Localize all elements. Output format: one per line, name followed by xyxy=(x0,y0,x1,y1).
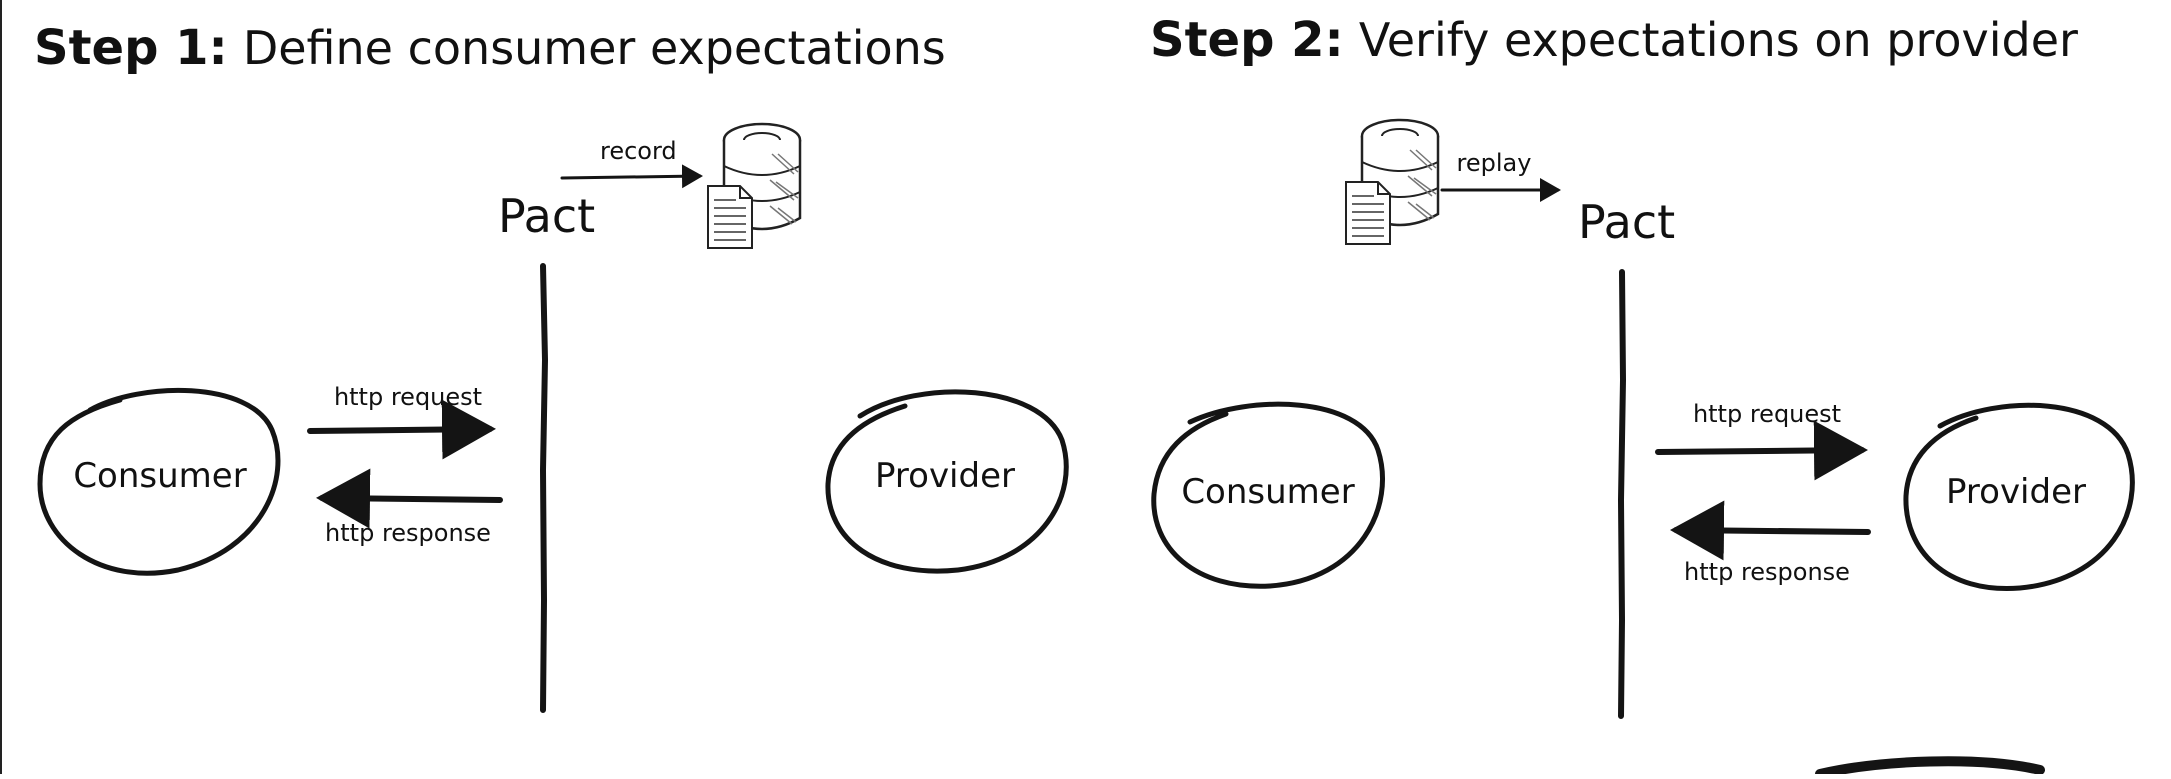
step1-response-label: http response xyxy=(325,519,491,547)
step2-response-arrow xyxy=(1670,500,1871,561)
step1-pact-label: Pact xyxy=(498,189,595,243)
step1-response-arrow xyxy=(316,468,503,529)
step2-pact-label: Pact xyxy=(1578,195,1675,249)
step1-request-arrow xyxy=(307,399,496,460)
step1-provider-label: Provider xyxy=(875,456,1015,496)
step2-provider-node: Provider xyxy=(1903,402,2135,592)
step2-request-label: http request xyxy=(1693,400,1841,428)
step1-pact-divider xyxy=(540,263,548,713)
step2-provider-label: Provider xyxy=(1946,472,2086,512)
step2-response-label: http response xyxy=(1684,558,1850,586)
database-icon-2 xyxy=(1360,118,1440,227)
step1-text: Define consumer expectations xyxy=(243,21,946,75)
step2-replay-label: replay xyxy=(1457,149,1532,177)
step1-record-label: record xyxy=(600,137,677,165)
step2-text: Verify expectations on provider xyxy=(1359,13,2078,67)
bottom-partial-stroke xyxy=(1815,756,2045,779)
step1-label: Step 1: xyxy=(34,20,228,76)
step1-provider-node: Provider xyxy=(825,389,1069,574)
step2-request-arrow xyxy=(1655,420,1868,481)
step2-consumer-label: Consumer xyxy=(1181,472,1354,512)
step2-consumer-node: Consumer xyxy=(1151,401,1385,589)
step1-request-label: http request xyxy=(334,383,482,411)
left-border xyxy=(0,0,2,774)
database-icon xyxy=(722,122,802,231)
step1-heading: Step 1: Define consumer expectations xyxy=(34,20,946,76)
document-icon xyxy=(707,185,753,249)
document-icon-2 xyxy=(1345,181,1391,245)
step2-heading: Step 2: Verify expectations on provider xyxy=(1150,12,2078,68)
step2-label: Step 2: xyxy=(1150,12,1344,68)
step1-consumer-label: Consumer xyxy=(73,456,246,496)
step2-pact-divider xyxy=(1618,269,1626,719)
step1-consumer-node: Consumer xyxy=(37,387,281,576)
step1-record-arrow xyxy=(560,164,703,189)
